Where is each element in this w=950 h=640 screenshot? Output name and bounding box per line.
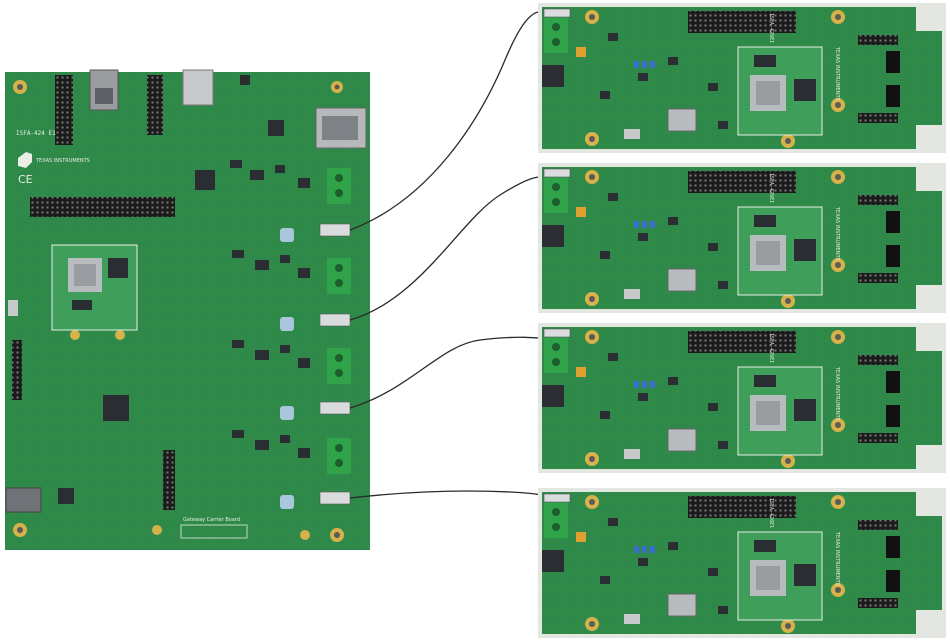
- sensor-processor-module: [737, 366, 823, 456]
- channel-circuits: [230, 160, 310, 458]
- sensor-power-jack: [542, 65, 564, 87]
- sensor-pin-header: [688, 496, 796, 518]
- interconnect-cables: [349, 10, 561, 501]
- carrier-brand: TEXAS INSTRUMENTS: [35, 158, 90, 164]
- sd-card-slot: [667, 108, 697, 132]
- mcu-chip: [103, 395, 129, 421]
- sensor-board-id: ISFA-426E1: [768, 173, 774, 203]
- sensor-brand: TEXAS INSTRUMENTS: [834, 531, 840, 586]
- processor-module: [51, 244, 138, 331]
- sensor-terminal-block: [544, 502, 568, 538]
- carrier-blue-buttons: [280, 228, 294, 509]
- sd-card-slot: [667, 593, 697, 617]
- sensor-terminal-block: [544, 17, 568, 53]
- gateway-carrier-board: ISFA-424 E1 TEXAS INSTRUMENTS CE Gateway…: [5, 69, 370, 550]
- sd-card-slot: [667, 268, 697, 292]
- carrier-ti-logo: [18, 152, 32, 168]
- sensor-board: TEXAS INSTRUMENTS ISFA-426E1: [538, 163, 946, 313]
- carrier-label: Gateway Carrier Board: [183, 517, 240, 523]
- sensor-processor-module: [737, 206, 823, 296]
- sensor-power-jack: [542, 550, 564, 572]
- cable-4: [349, 490, 561, 501]
- sensor-pin-header: [688, 11, 796, 33]
- sensor-pin-header: [688, 171, 796, 193]
- carrier-terminal-blocks: [327, 168, 351, 474]
- top-pin-header-left: [55, 75, 73, 145]
- sensor-board: TEXAS INSTRUMENTS ISFA-426E1: [538, 488, 946, 638]
- sensor-power-jack: [542, 385, 564, 407]
- sensor-board: TEXAS INSTRUMENTS ISFA-426E1: [538, 3, 946, 153]
- usb-c-connector: [182, 69, 214, 106]
- power-barrel-jack: [5, 487, 42, 513]
- mounting-holes: [13, 80, 344, 542]
- sensor-terminal-block: [544, 177, 568, 213]
- sd-card-slot: [667, 428, 697, 452]
- sensor-board-id: ISFA-426E1: [768, 13, 774, 43]
- sensor-terminal-block: [544, 337, 568, 373]
- sensor-pin-header: [688, 331, 796, 353]
- top-pin-header-right: [147, 75, 163, 135]
- sensor-board-id: ISFA-426E1: [768, 498, 774, 528]
- sensor-board-id: ISFA-426E1: [768, 333, 774, 363]
- sensor-power-jack: [542, 225, 564, 247]
- sensor-brand: TEXAS INSTRUMENTS: [834, 366, 840, 421]
- sensor-board: TEXAS INSTRUMENTS ISFA-426E1: [538, 323, 946, 473]
- cable-3: [349, 336, 561, 409]
- ce-mark: CE: [18, 173, 33, 186]
- sensor-brand: TEXAS INSTRUMENTS: [834, 206, 840, 261]
- carrier-board-id: ISFA-424 E1: [16, 130, 56, 137]
- sensor-brand: TEXAS INSTRUMENTS: [834, 46, 840, 101]
- carrier-cable-connectors: [319, 223, 351, 505]
- sensor-processor-module: [737, 531, 823, 621]
- sensor-processor-module: [737, 46, 823, 136]
- cable-1: [349, 10, 561, 231]
- cable-2: [349, 176, 561, 321]
- dip-switch-bank: [30, 197, 175, 217]
